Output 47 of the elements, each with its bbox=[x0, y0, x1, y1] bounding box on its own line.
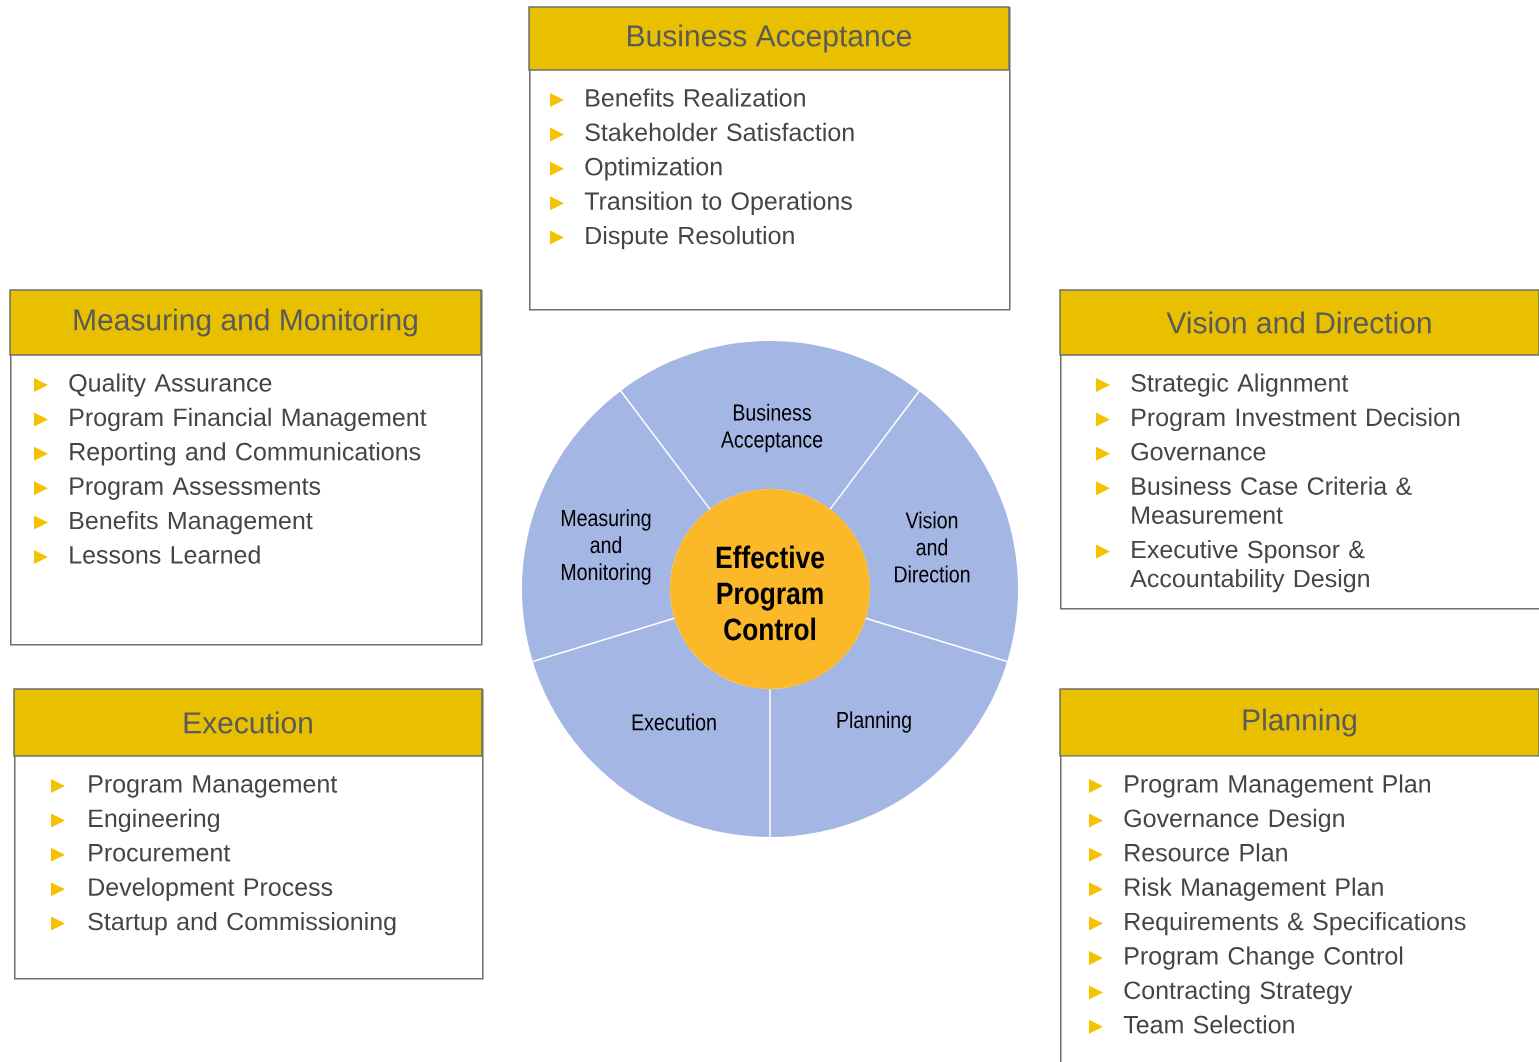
list-item: Resource Plan bbox=[1089, 843, 1287, 862]
wheel-segment: Measuring and Monitoring bbox=[522, 390, 710, 662]
list-item: Governance bbox=[1096, 442, 1266, 461]
list-item: Dispute Resolution bbox=[550, 226, 794, 250]
list-item: Program Investment Decision bbox=[1096, 407, 1460, 432]
list-item: Quality Assurance bbox=[34, 373, 272, 397]
list-item: Development Process bbox=[51, 877, 333, 901]
list-item: Engineering bbox=[51, 808, 219, 833]
list-item: Contracting Strategy bbox=[1089, 980, 1353, 1005]
list-item: Stakeholder Satisfaction bbox=[550, 122, 854, 142]
panel-heading: Vision and Direction bbox=[1059, 289, 1539, 356]
panel-heading: Execution bbox=[13, 688, 483, 757]
category-panel bbox=[1059, 688, 1539, 1062]
list-item: Team Selection bbox=[1089, 1015, 1294, 1034]
wheel-segment: Vision and Direction bbox=[830, 390, 1018, 662]
list-item: Reporting and Communications bbox=[34, 442, 421, 466]
panel-heading: Planning bbox=[1059, 688, 1539, 757]
node-label: Execution bbox=[632, 713, 716, 731]
list-item: Optimization bbox=[550, 157, 722, 181]
list-item: Benefits Management bbox=[34, 511, 313, 535]
list-item: Governance Design bbox=[1089, 808, 1344, 833]
list-item: Procurement bbox=[51, 844, 231, 862]
list-item: Requirements & Specifications bbox=[1089, 912, 1466, 936]
list-item: Program Financial Management bbox=[34, 407, 427, 432]
panel-heading: Measuring and Monitoring bbox=[9, 289, 482, 356]
list-item: Program Management bbox=[51, 775, 338, 798]
list-item: Risk Management Plan bbox=[1089, 877, 1383, 901]
node-label: Measuring and Monitoring bbox=[561, 509, 651, 585]
list-item: Business Case Criteria & Measurement bbox=[1096, 476, 1412, 524]
category-panel bbox=[1059, 289, 1539, 610]
list-item: Program Change Control bbox=[1089, 946, 1403, 970]
wheel-segment: Business Acceptance bbox=[620, 341, 920, 510]
list-item: Transition to Operations bbox=[550, 191, 852, 215]
node-label: Planning bbox=[837, 711, 911, 733]
node-label: Business Acceptance bbox=[720, 403, 823, 453]
list-item: Lessons Learned bbox=[34, 545, 260, 564]
list-item: Program Management Plan bbox=[1089, 774, 1430, 798]
list-item: Benefits Realization bbox=[550, 88, 805, 107]
node-label: Vision and Direction bbox=[895, 511, 970, 583]
category-panel bbox=[9, 289, 483, 646]
category-panel bbox=[528, 6, 1011, 311]
category-panel bbox=[13, 688, 484, 980]
list-item: Executive Sponsor & Accountability Design bbox=[1096, 540, 1369, 593]
panel-heading: Business Acceptance bbox=[528, 6, 1010, 71]
list-item: Startup and Commissioning bbox=[51, 912, 396, 936]
list-item: Program Assessments bbox=[34, 477, 321, 500]
list-item: Strategic Alignment bbox=[1096, 373, 1349, 397]
